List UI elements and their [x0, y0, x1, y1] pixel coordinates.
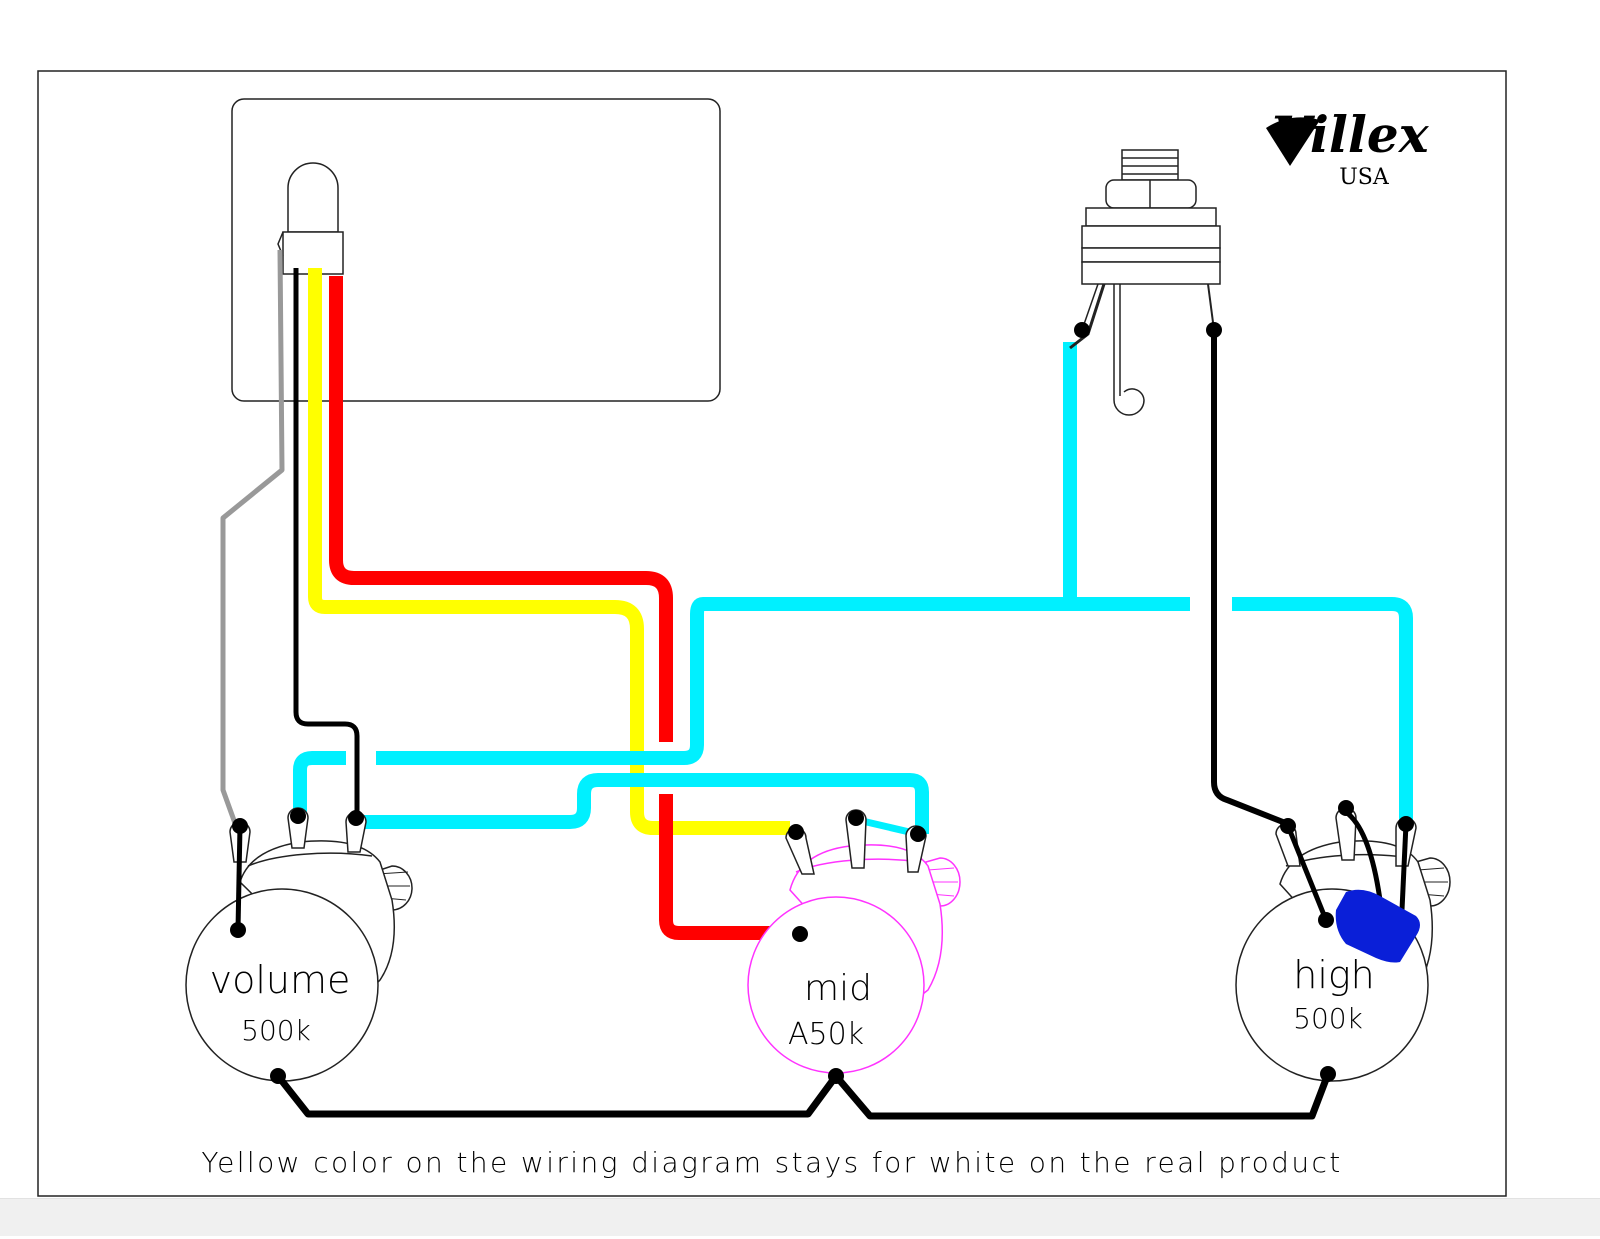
volume-pot-value: 500k [241, 1014, 311, 1047]
mid-red-dot [792, 926, 808, 942]
cyan-wire-main [376, 342, 1190, 765]
mid-lug-dot-1 [788, 824, 804, 840]
brand-sub: USA [1339, 165, 1390, 190]
mid-pot [747, 844, 961, 1074]
brand-logo: Villex USA [1266, 105, 1430, 190]
ground-bus-wire [275, 1072, 1332, 1120]
high-case-dot [1318, 912, 1334, 928]
yellow-wire [308, 268, 790, 835]
pickup-box [231, 98, 721, 402]
volume-pot [185, 840, 413, 1082]
volume-lug-dot-1 [232, 818, 248, 834]
cyan-wire-mid [362, 773, 929, 834]
high-pot-name: high [1293, 953, 1375, 997]
volume-lug-dot-3 [348, 810, 364, 826]
high-lug-dot-1 [1280, 818, 1296, 834]
volume-lug-dot-2 [290, 808, 306, 824]
high-pot-value: 500k [1293, 1002, 1363, 1035]
mid-lug-dot-3 [910, 826, 926, 842]
jack-tip-lug [1074, 322, 1090, 338]
mid-pot-name: mid [804, 968, 872, 1009]
output-jack [1069, 149, 1221, 416]
high-capacitor-lead-1 [1344, 810, 1383, 901]
volume-case-dot [230, 922, 246, 938]
volume-pot-name: volume [210, 958, 351, 1002]
high-lug-dot-3 [1398, 816, 1414, 832]
high-jumper [1285, 825, 1329, 921]
footer-note: Yellow color on the wiring diagram stays… [201, 1146, 1342, 1179]
cyan-wire-volume-loop [293, 751, 346, 812]
cyan-wire-high [1232, 597, 1413, 824]
high-capacitor-lead-2 [1399, 823, 1409, 911]
gray-wire [220, 249, 285, 827]
black-wire-volume [293, 268, 360, 818]
red-wire [329, 276, 800, 940]
mid-lug-dot-2 [848, 810, 864, 826]
logo-swoosh [1266, 117, 1320, 166]
black-wire-jack [1211, 330, 1290, 827]
window-bottom-bar [0, 1198, 1600, 1236]
volume-jumper [235, 825, 243, 931]
mid-pot-value: A50k [788, 1017, 864, 1052]
high-lug-dot-2 [1338, 800, 1354, 816]
brand-name: Villex [1272, 105, 1430, 164]
high-capacitor [1335, 889, 1420, 963]
jack-sleeve-lug [1206, 322, 1222, 338]
